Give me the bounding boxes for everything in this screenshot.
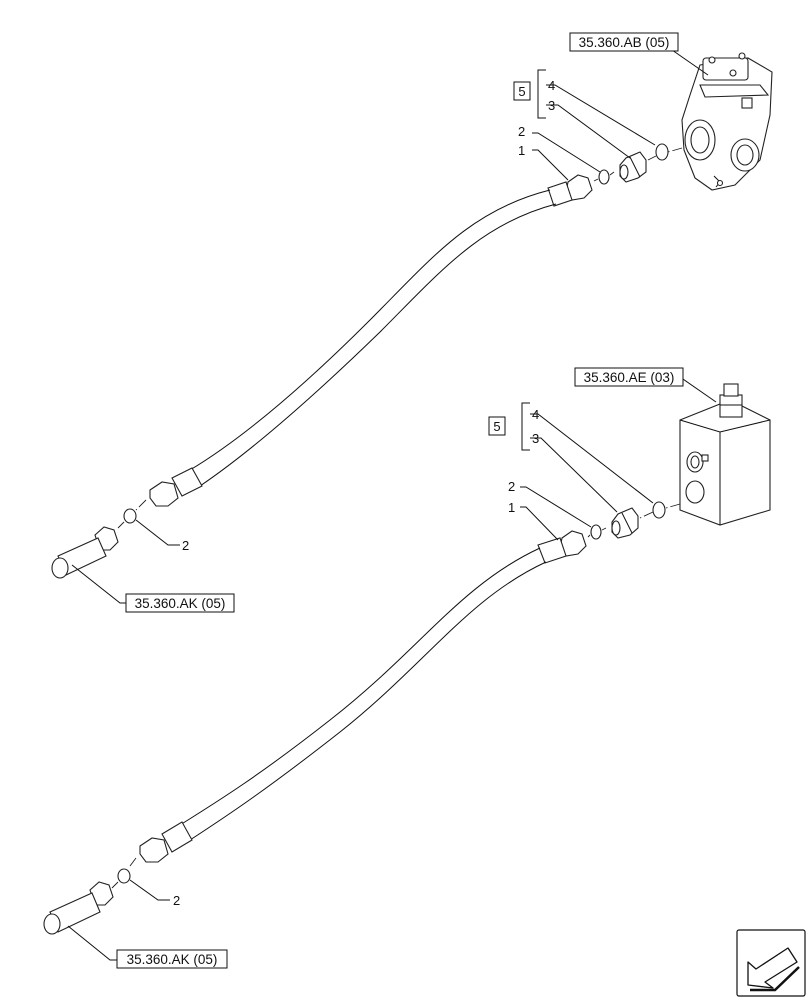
kit-label-upper: 5 bbox=[518, 84, 525, 99]
hose-fitting-lower-valve bbox=[537, 530, 587, 564]
control-valve-top bbox=[681, 52, 773, 191]
o-ring-2-lower-cyl bbox=[117, 868, 131, 884]
callout-3-lower: 3 bbox=[532, 431, 539, 446]
ref-label-top-valve: 35.360.AB (05) bbox=[579, 35, 670, 50]
o-ring-2-upper-cyl bbox=[123, 508, 137, 524]
hose-lower-line-b bbox=[189, 561, 547, 841]
hose-fitting-upper-valve bbox=[547, 174, 593, 207]
hose-fitting-upper-cyl bbox=[149, 467, 203, 507]
kit-label-lower: 5 bbox=[493, 419, 500, 434]
hose-upper-line-b bbox=[199, 203, 557, 487]
o-ring-4-lower bbox=[652, 501, 666, 519]
hose-fitting-lower-cyl bbox=[139, 821, 193, 863]
leader-lines bbox=[67, 49, 717, 961]
upper-assembly bbox=[51, 52, 773, 579]
cylinder-upper bbox=[51, 526, 119, 579]
ref-box-mid-valve[interactable]: 35.360.AE (03) bbox=[574, 367, 684, 387]
callout-1-upper: 1 bbox=[518, 143, 525, 158]
callout-2-lower-cyl: 2 bbox=[173, 893, 180, 908]
cylinder-lower bbox=[43, 881, 114, 935]
callout-1-lower: 1 bbox=[508, 500, 515, 515]
kit-box-upper[interactable]: 5 bbox=[513, 81, 531, 101]
hose-lower-line-a bbox=[179, 547, 541, 826]
callout-4-upper: 4 bbox=[548, 78, 555, 93]
o-ring-2-lower-valve bbox=[590, 524, 602, 540]
ref-box-lower-cyl[interactable]: 35.360.AK (05) bbox=[116, 949, 228, 969]
o-ring-2-upper-valve bbox=[598, 169, 610, 185]
ref-label-upper-cyl: 35.360.AK (05) bbox=[135, 596, 226, 611]
hose-upper-line-a bbox=[189, 189, 551, 471]
callout-2-upper-cyl: 2 bbox=[182, 538, 189, 553]
ref-box-upper-cyl[interactable]: 35.360.AK (05) bbox=[125, 593, 235, 613]
callout-3-upper: 3 bbox=[548, 98, 555, 113]
adapter-3-lower bbox=[611, 507, 639, 539]
callout-4-lower: 4 bbox=[532, 407, 539, 422]
callout-2-lower-valve: 2 bbox=[508, 479, 515, 494]
adapter-3-upper bbox=[619, 151, 647, 183]
arrow-left-down-icon[interactable] bbox=[736, 929, 806, 997]
ref-label-lower-cyl: 35.360.AK (05) bbox=[127, 952, 218, 967]
o-ring-4-upper bbox=[655, 143, 669, 161]
lower-assembly bbox=[43, 383, 771, 935]
kit-box-lower[interactable]: 5 bbox=[488, 416, 506, 436]
ref-label-mid-valve: 35.360.AE (03) bbox=[584, 370, 675, 385]
block-valve bbox=[679, 383, 771, 526]
ref-box-top-valve[interactable]: 35.360.AB (05) bbox=[569, 32, 679, 52]
callout-2-upper-valve: 2 bbox=[518, 124, 525, 139]
